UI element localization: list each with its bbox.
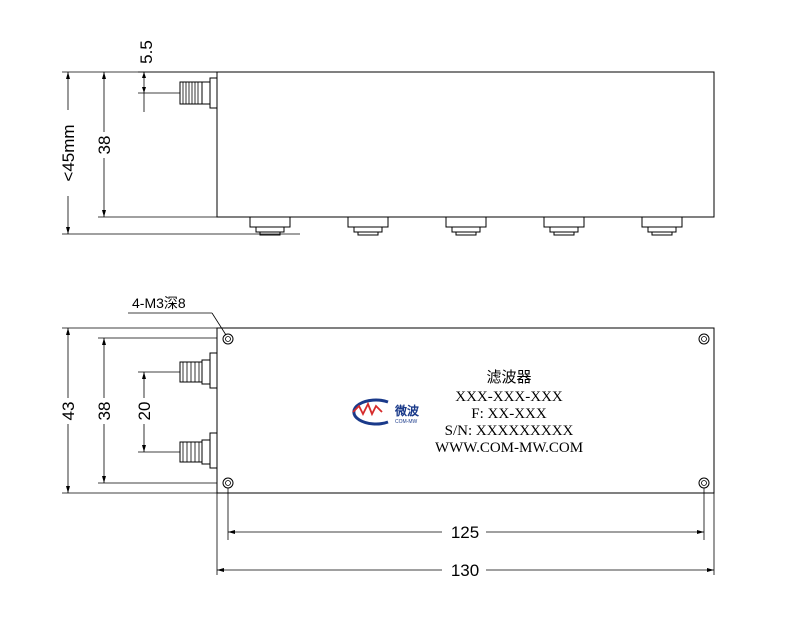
thread-callout: 4-M3深8	[132, 295, 186, 311]
dim-connector-offset: 5.5	[137, 40, 156, 64]
dim-length: 130	[451, 561, 479, 580]
sma-connector-icon	[179, 77, 218, 109]
sma-connector-icon	[445, 216, 487, 236]
top-body	[216, 327, 715, 494]
mounting-hole-icon	[222, 333, 710, 489]
sma-connector-icon	[347, 216, 389, 236]
sma-connector-icon	[641, 216, 683, 236]
nameplate-website: WWW.COM-MW.COM	[435, 440, 583, 456]
nameplate-frequency: F: XX-XXX	[471, 406, 547, 422]
nameplate-serial: S/N: XXXXXXXXX	[445, 423, 574, 439]
dim-inner-height: 38	[95, 402, 114, 421]
nameplate-product: 滤波器	[486, 369, 531, 386]
dim-width: 43	[59, 402, 78, 421]
dim-body-height: 38	[95, 136, 114, 155]
sma-connector-icon	[249, 216, 291, 236]
sma-connector-icon	[543, 216, 585, 236]
dim-port-spacing: 20	[135, 402, 154, 421]
side-body	[216, 71, 715, 218]
company-logo-icon: 微波 COM-MW	[352, 398, 420, 426]
dim-hole-spacing: 125	[451, 523, 479, 542]
side-view: 5.5 <45mm 38	[59, 40, 715, 236]
sma-connector-icon	[179, 432, 218, 469]
top-view: 4-M3深8 43	[59, 295, 715, 580]
logo-en: COM-MW	[395, 419, 417, 425]
bottom-connectors	[249, 216, 683, 236]
dim-overall-height: <45mm	[59, 124, 78, 181]
sma-connector-icon	[179, 352, 218, 389]
logo-cn: 微波	[394, 403, 420, 418]
nameplate-model: XXX-XXX-XXX	[455, 389, 563, 405]
